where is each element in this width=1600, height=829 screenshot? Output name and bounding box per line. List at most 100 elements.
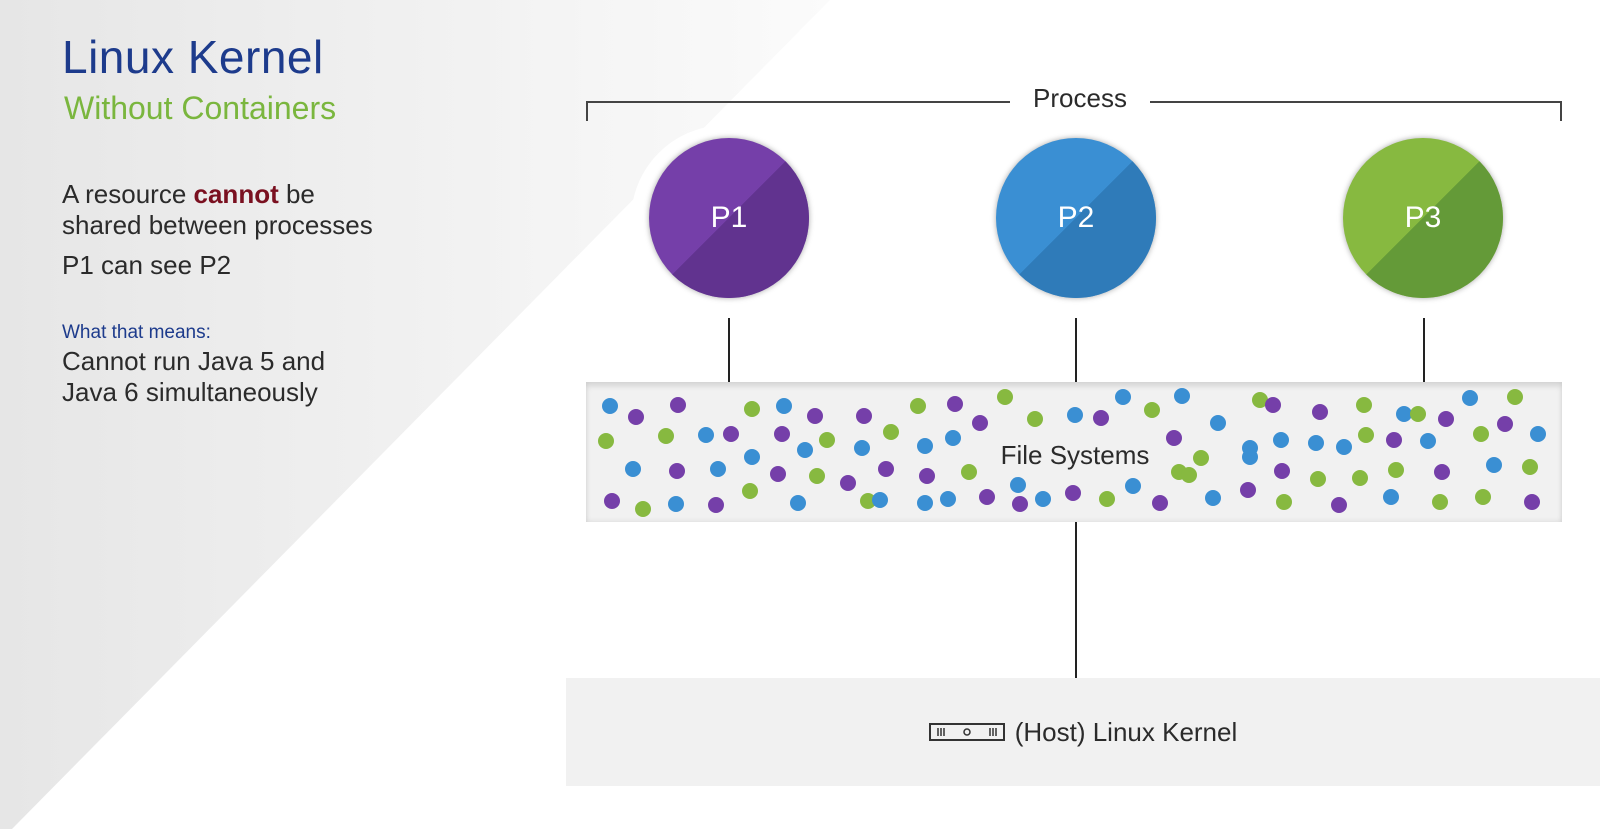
- file-dot-green: [819, 432, 835, 448]
- file-dot-purple: [1240, 482, 1256, 498]
- file-dot-green: [1475, 489, 1491, 505]
- file-dot-purple: [669, 463, 685, 479]
- file-dot-purple: [708, 497, 724, 513]
- process-label: Process: [1010, 83, 1150, 114]
- file-dot-green: [910, 398, 926, 414]
- means-label: What that means:: [62, 322, 211, 343]
- emphasis-text: cannot: [193, 179, 279, 209]
- file-dot-purple: [770, 466, 786, 482]
- file-dot-purple: [1265, 397, 1281, 413]
- file-dot-purple: [878, 461, 894, 477]
- description-line-3: P1 can see P2: [62, 250, 232, 280]
- file-dot-blue: [744, 449, 760, 465]
- file-dot-blue: [698, 427, 714, 443]
- file-dot-green: [997, 389, 1013, 405]
- process-circle-p3: P3: [1343, 138, 1503, 298]
- file-dot-green: [1522, 459, 1538, 475]
- file-dot-purple: [1386, 432, 1402, 448]
- file-dot-blue: [917, 495, 933, 511]
- file-dot-blue: [872, 492, 888, 508]
- file-dot-green: [1252, 392, 1268, 408]
- process-circle-p1: P1: [649, 138, 809, 298]
- file-dot-blue: [1383, 489, 1399, 505]
- connector-kernel: [1075, 522, 1077, 678]
- file-dot-blue: [1205, 490, 1221, 506]
- file-systems-band: [586, 382, 1562, 522]
- file-dot-blue: [917, 438, 933, 454]
- file-dot-purple: [840, 475, 856, 491]
- file-dot-blue: [1174, 388, 1190, 404]
- file-dot-blue: [1462, 390, 1478, 406]
- file-dot-purple: [1497, 416, 1513, 432]
- page-title: Linux Kernel: [62, 31, 324, 83]
- file-dot-purple: [670, 397, 686, 413]
- file-dot-blue: [797, 442, 813, 458]
- file-dot-green: [1027, 411, 1043, 427]
- file-dot-green: [658, 428, 674, 444]
- file-dot-blue: [1396, 406, 1412, 422]
- file-systems-label: File Systems: [1000, 440, 1150, 470]
- file-dot-purple: [1012, 496, 1028, 512]
- file-dot-green: [1473, 426, 1489, 442]
- file-dot-purple: [1312, 404, 1328, 420]
- file-dot-green: [744, 401, 760, 417]
- file-dot-purple: [1524, 494, 1540, 510]
- file-dot-green: [1356, 397, 1372, 413]
- file-dot-green: [961, 464, 977, 480]
- file-dot-blue: [668, 496, 684, 512]
- file-dot-blue: [1336, 439, 1352, 455]
- file-dot-purple: [1166, 430, 1182, 446]
- connector-p3: [1423, 318, 1425, 382]
- file-dot-purple: [1093, 410, 1109, 426]
- description-text: A resource: [62, 179, 194, 209]
- file-dot-blue: [940, 491, 956, 507]
- file-dot-blue: [854, 440, 870, 456]
- file-dot-green: [883, 424, 899, 440]
- file-dot-green: [1410, 406, 1426, 422]
- description-text: be: [278, 179, 315, 209]
- process-label-p1: P1: [710, 201, 748, 234]
- file-dot-purple: [1331, 497, 1347, 513]
- file-dot-blue: [1486, 457, 1502, 473]
- file-dot-blue: [1530, 426, 1546, 442]
- file-dot-green: [1507, 389, 1523, 405]
- file-dot-green: [635, 501, 651, 517]
- file-dot-purple: [856, 408, 872, 424]
- file-dot-green: [1181, 467, 1197, 483]
- file-dot-green: [1099, 491, 1115, 507]
- file-dot-blue: [945, 430, 961, 446]
- file-dot-green: [1432, 494, 1448, 510]
- file-dot-blue: [1308, 435, 1324, 451]
- host-kernel-panel: (Host) Linux Kernel: [566, 678, 1600, 786]
- file-dot-blue: [1067, 407, 1083, 423]
- file-dot-blue: [1210, 415, 1226, 431]
- file-dot-purple: [1438, 411, 1454, 427]
- file-dot-blue: [602, 398, 618, 414]
- file-dot-green: [1193, 450, 1209, 466]
- process-label-p2: P2: [1057, 201, 1095, 234]
- file-dot-blue: [1420, 433, 1436, 449]
- file-dot-purple: [972, 415, 988, 431]
- file-dot-green: [1310, 471, 1326, 487]
- file-dot-green: [1352, 470, 1368, 486]
- file-dot-blue: [710, 461, 726, 477]
- file-dot-blue: [1273, 432, 1289, 448]
- file-dot-blue: [1115, 389, 1131, 405]
- file-dot-purple: [628, 409, 644, 425]
- file-dot-blue: [776, 398, 792, 414]
- connector-p2: [1075, 318, 1077, 382]
- file-dot-blue: [1125, 478, 1141, 494]
- file-dot-green: [598, 433, 614, 449]
- file-dot-purple: [807, 408, 823, 424]
- file-dot-purple: [979, 489, 995, 505]
- connector-p1: [728, 318, 730, 382]
- file-dot-purple: [1065, 485, 1081, 501]
- file-dot-green: [1276, 494, 1292, 510]
- file-dot-purple: [1152, 495, 1168, 511]
- kernel-label: (Host) Linux Kernel: [1014, 716, 1238, 747]
- process-label-p3: P3: [1404, 201, 1442, 234]
- file-dot-purple: [947, 396, 963, 412]
- file-dot-blue: [1010, 477, 1026, 493]
- means-line-2: Java 6 simultaneously: [62, 377, 318, 407]
